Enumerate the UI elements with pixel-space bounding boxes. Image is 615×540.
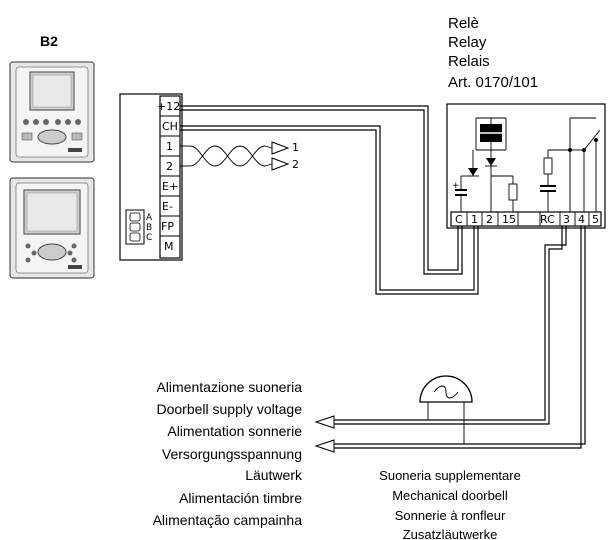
- terminal-e-minus: E-: [162, 200, 173, 213]
- terminal-fp: FP: [161, 220, 174, 233]
- relay-name-en: Relay: [448, 34, 487, 51]
- relay-terminal-1: 1: [471, 213, 478, 226]
- bell-label-it: Suoneria supplementare: [379, 468, 521, 483]
- supply-label-es: Alimentación timbre: [179, 490, 302, 506]
- intercom-monitor-bottom: [9, 177, 95, 279]
- relay-name-it: Relè: [448, 15, 479, 32]
- terminal-plus12: +12: [157, 100, 180, 113]
- twisted-pair: 1 2: [180, 141, 299, 171]
- doorbell-icon: [419, 375, 473, 444]
- terminal-ch: CH: [162, 120, 178, 133]
- relay-terminal-3: 3: [563, 213, 570, 226]
- relay-article: Art. 0170/101: [448, 74, 538, 91]
- intercom-monitor-top: [9, 61, 95, 163]
- supply-label-pt: Alimentação campainha: [153, 512, 303, 528]
- terminal-2: 2: [166, 160, 173, 173]
- bell-label-en: Mechanical doorbell: [392, 488, 508, 503]
- relay-terminal-15: 15: [502, 213, 516, 226]
- dip-switch: A B C: [125, 209, 153, 245]
- dip-label-b: B: [146, 223, 152, 233]
- relay-box: + C 1 2 15 RC: [446, 103, 606, 229]
- output-2-label: 2: [292, 158, 299, 171]
- supply-label-de-1: Versorgungsspannung: [162, 446, 302, 462]
- relay-terminal-5: 5: [592, 213, 599, 226]
- output-1-label: 1: [292, 141, 299, 154]
- bell-label-de: Zusatzläutwerke: [403, 527, 498, 540]
- supply-label-de-2: Läutwerk: [245, 467, 303, 483]
- relay-terminal-2: 2: [486, 213, 493, 226]
- supply-voltage-labels: Alimentazione suoneria Doorbell supply v…: [153, 379, 303, 528]
- terminal-e-plus: E+: [162, 180, 178, 193]
- supply-label-it: Alimentazione suoneria: [156, 379, 302, 395]
- terminal-m: M: [164, 240, 174, 253]
- dip-label-c: C: [146, 233, 152, 243]
- device-code: B2: [40, 33, 58, 49]
- relay-terminal-4: 4: [578, 213, 585, 226]
- supply-label-fr: Alimentation sonnerie: [167, 423, 302, 439]
- svg-text:+: +: [452, 181, 460, 191]
- supply-label-en: Doorbell supply voltage: [156, 401, 302, 417]
- doorbell-labels: Suoneria supplementare Mechanical doorbe…: [379, 468, 521, 540]
- wiring: [180, 105, 586, 453]
- terminal-1: 1: [166, 140, 173, 153]
- dip-label-a: A: [146, 213, 153, 223]
- relay-terminal-c: C: [455, 213, 463, 226]
- relay-terminal-rc: RC: [540, 213, 555, 226]
- relay-name-fr: Relais: [448, 53, 490, 70]
- bell-label-fr: Sonnerie à ronfleur: [395, 508, 506, 523]
